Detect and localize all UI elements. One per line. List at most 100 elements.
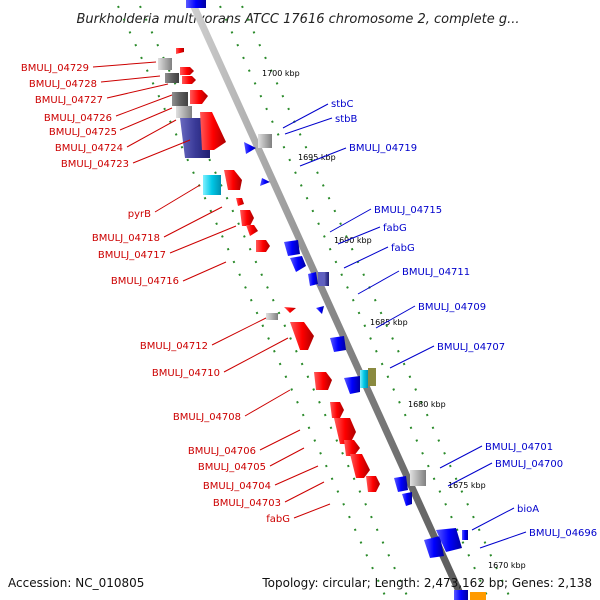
gene-feature[interactable] bbox=[176, 48, 184, 54]
topology-text: Topology: circular; Length: 2,473,162 bp… bbox=[261, 576, 592, 590]
gene-feature[interactable] bbox=[330, 402, 344, 418]
gene-feature[interactable] bbox=[410, 470, 426, 486]
gene-feature[interactable] bbox=[266, 313, 278, 320]
gene-label[interactable]: BMULJ_04718 bbox=[92, 233, 160, 244]
left-gene-labels: BMULJ_04729 BMULJ_04728 BMULJ_04727 BMUL… bbox=[21, 63, 290, 525]
gene-feature[interactable] bbox=[308, 272, 318, 286]
gene-label[interactable]: BMULJ_04729 bbox=[21, 63, 89, 74]
kbp-tick-1690: 1690 kbp bbox=[334, 236, 372, 245]
gene-feature[interactable] bbox=[258, 134, 272, 148]
gene-label[interactable]: BMULJ_04717 bbox=[98, 250, 166, 261]
gene-feature[interactable] bbox=[324, 272, 329, 286]
gene-label[interactable]: BMULJ_04706 bbox=[188, 446, 256, 457]
gene-feature[interactable] bbox=[256, 240, 270, 252]
gene-label[interactable]: fabG bbox=[391, 243, 415, 254]
gene-feature[interactable] bbox=[470, 592, 486, 600]
gene-label[interactable]: BMULJ_04711 bbox=[402, 267, 470, 278]
map-title: Burkholderia multivorans ATCC 17616 chro… bbox=[77, 12, 520, 27]
gene-feature[interactable] bbox=[182, 76, 196, 84]
gene-feature[interactable] bbox=[436, 528, 462, 552]
grid-track-outer-left bbox=[117, 5, 388, 600]
gene-feature[interactable] bbox=[165, 73, 179, 83]
gene-label[interactable]: BMULJ_04708 bbox=[173, 412, 241, 423]
gene-feature[interactable] bbox=[290, 322, 314, 350]
gene-label[interactable]: BMULJ_04707 bbox=[437, 342, 505, 353]
gene-label[interactable]: BMULJ_04724 bbox=[55, 143, 123, 154]
backbone-line bbox=[187, 0, 467, 600]
gene-feature[interactable] bbox=[318, 272, 324, 286]
kbp-tick-1695: 1695 kbp bbox=[298, 153, 336, 162]
gene-feature[interactable] bbox=[330, 336, 346, 352]
gene-label[interactable]: BMULJ_04719 bbox=[349, 143, 417, 154]
gene-feature[interactable] bbox=[462, 530, 468, 540]
gene-feature[interactable] bbox=[158, 58, 172, 70]
gene-label[interactable]: BMULJ_04723 bbox=[61, 159, 129, 170]
forward-strand-features bbox=[158, 48, 380, 492]
gene-feature[interactable] bbox=[246, 225, 258, 236]
kbp-tick-1675: 1675 kbp bbox=[448, 481, 486, 490]
gene-feature[interactable] bbox=[368, 368, 376, 386]
gene-label[interactable]: stbC bbox=[331, 99, 353, 110]
gene-feature[interactable] bbox=[344, 440, 360, 456]
gene-feature[interactable] bbox=[394, 476, 408, 492]
reverse-strand-features bbox=[244, 134, 468, 558]
right-leader-lines bbox=[282, 103, 527, 549]
gene-feature[interactable] bbox=[334, 418, 356, 444]
gene-feature[interactable] bbox=[290, 256, 306, 272]
gene-feature[interactable] bbox=[284, 240, 300, 256]
gene-feature[interactable] bbox=[240, 210, 254, 226]
gene-label[interactable]: stbB bbox=[335, 114, 357, 125]
gene-label[interactable]: BMULJ_04710 bbox=[152, 368, 220, 379]
gene-feature[interactable] bbox=[203, 175, 221, 195]
gene-label[interactable]: pyrB bbox=[128, 209, 151, 220]
gene-feature[interactable] bbox=[402, 492, 412, 506]
gene-feature[interactable] bbox=[180, 67, 194, 75]
gene-feature[interactable] bbox=[260, 178, 270, 186]
gene-label[interactable]: BMULJ_04703 bbox=[213, 498, 281, 509]
gene-feature[interactable] bbox=[224, 170, 242, 190]
gene-feature[interactable] bbox=[316, 306, 324, 314]
gene-feature[interactable] bbox=[344, 376, 360, 394]
gene-feature[interactable] bbox=[172, 92, 188, 106]
gene-feature[interactable] bbox=[200, 112, 226, 150]
chromosome-backbone bbox=[187, 0, 467, 600]
gene-feature[interactable] bbox=[236, 198, 244, 206]
gene-feature[interactable] bbox=[454, 590, 468, 600]
left-leader-lines bbox=[92, 61, 331, 519]
kbp-tick-1680: 1680 kbp bbox=[408, 400, 446, 409]
kbp-tick-1700: 1700 kbp bbox=[262, 69, 300, 78]
gene-label[interactable]: BMULJ_04700 bbox=[495, 459, 563, 470]
gene-feature[interactable] bbox=[360, 370, 368, 388]
right-gene-labels: stbC stbB BMULJ_04719 BMULJ_04715 fabG f… bbox=[331, 99, 597, 539]
gene-label[interactable]: BMULJ_04712 bbox=[140, 341, 208, 352]
kbp-tick-1670: 1670 kbp bbox=[488, 561, 526, 570]
gene-label[interactable]: BMULJ_04709 bbox=[418, 302, 486, 313]
kbp-ticks: 1700 kbp 1695 kbp 1690 kbp 1685 kbp 1680… bbox=[262, 69, 526, 570]
gene-label[interactable]: BMULJ_04726 bbox=[44, 113, 112, 124]
gene-feature[interactable] bbox=[284, 307, 296, 313]
gene-feature[interactable] bbox=[186, 0, 206, 8]
gene-label[interactable]: BMULJ_04728 bbox=[29, 79, 97, 90]
gene-feature[interactable] bbox=[244, 142, 256, 154]
gene-label[interactable]: BMULJ_04705 bbox=[198, 462, 266, 473]
gene-feature[interactable] bbox=[176, 106, 192, 118]
gene-label[interactable]: BMULJ_04696 bbox=[529, 528, 597, 539]
gene-label[interactable]: fabG bbox=[383, 223, 407, 234]
gene-feature[interactable] bbox=[350, 454, 370, 478]
gene-label[interactable]: BMULJ_04716 bbox=[111, 276, 179, 287]
gene-feature[interactable] bbox=[314, 372, 332, 390]
gene-label[interactable]: BMULJ_04727 bbox=[35, 95, 103, 106]
kbp-tick-1685: 1685 kbp bbox=[370, 318, 408, 327]
gene-feature[interactable] bbox=[190, 90, 208, 104]
gene-label[interactable]: fabG bbox=[266, 514, 290, 525]
gene-feature[interactable] bbox=[366, 476, 380, 492]
gene-label[interactable]: bioA bbox=[517, 504, 539, 515]
accession-text: Accession: NC_010805 bbox=[8, 576, 144, 590]
gene-label[interactable]: BMULJ_04715 bbox=[374, 205, 442, 216]
gene-feature[interactable] bbox=[424, 536, 444, 558]
gene-label[interactable]: BMULJ_04725 bbox=[49, 127, 117, 138]
gene-label[interactable]: BMULJ_04701 bbox=[485, 442, 553, 453]
gene-label[interactable]: BMULJ_04704 bbox=[203, 481, 271, 492]
